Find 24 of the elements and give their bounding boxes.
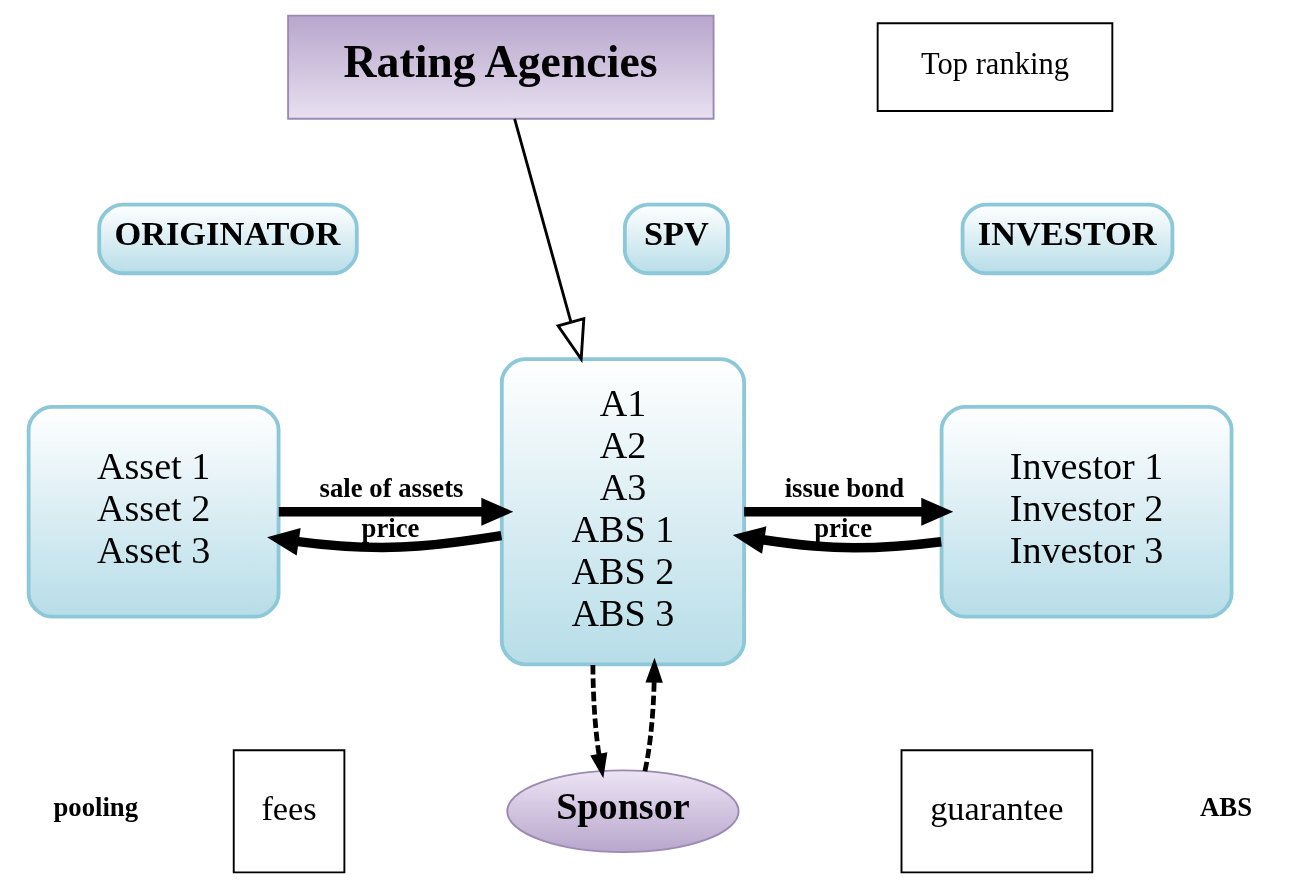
node-box: fees: [232, 749, 346, 874]
node-box: Top ranking: [876, 22, 1114, 113]
node-box: A1 A2 A3 ABS 1 ABS 2 ABS 3: [499, 357, 746, 667]
label: ABS: [1200, 792, 1253, 823]
edge-label: price: [814, 512, 873, 543]
node-box: Asset 1 Asset 2 Asset 3: [26, 404, 281, 619]
arrow: [744, 497, 954, 526]
edge-label: sale of assets: [319, 472, 464, 503]
arrow: [278, 497, 514, 526]
arrow: [590, 664, 608, 779]
arrow: [513, 118, 586, 364]
node-box: Rating Agencies: [287, 14, 715, 120]
arrow: [732, 526, 942, 554]
node-box: ORIGINATOR: [97, 202, 359, 276]
node-box: guarantee: [900, 749, 1094, 874]
arrow: [642, 657, 663, 772]
node-box: SPV: [622, 202, 730, 276]
label: pooling: [53, 792, 139, 823]
node-box: Investor 1 Investor 2 Investor 3: [939, 404, 1234, 619]
node-ellipse: Sponsor: [506, 769, 740, 854]
edge-label: issue bond: [784, 472, 905, 503]
node-box: INVESTOR: [960, 202, 1175, 276]
arrow: [267, 527, 503, 556]
edge-label: price: [361, 512, 420, 543]
